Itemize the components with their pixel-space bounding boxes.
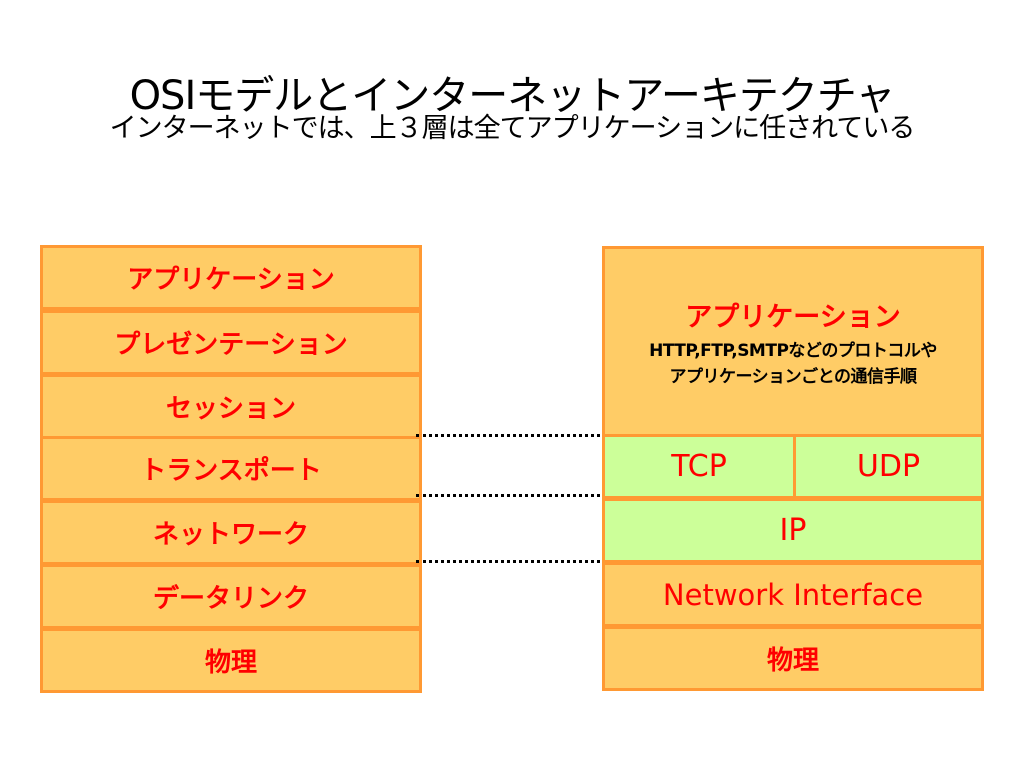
- dotted-connector-top: [416, 434, 606, 437]
- tcpip-layer-physical: 物理: [602, 626, 984, 691]
- udp-box: UDP: [793, 434, 984, 499]
- osi-layer-datalink: データリンク: [40, 564, 422, 629]
- osi-layer-network: ネットワーク: [40, 500, 422, 565]
- page-subtitle: インターネットでは、上３層は全てアプリケーションに任されている: [109, 113, 916, 144]
- dotted-connector-bottom: [416, 560, 606, 563]
- osi-layer-physical: 物理: [40, 628, 422, 693]
- application-description-line1: HTTP,FTP,SMTPなどのプロトコルや: [649, 340, 937, 361]
- tcp-box: TCP: [602, 434, 796, 499]
- dotted-connector-middle: [416, 494, 606, 497]
- tcpip-layer-application: アプリケーション HTTP,FTP,SMTPなどのプロトコルや アプリケーション…: [602, 246, 984, 438]
- application-description-line2: アプリケーションごとの通信手順: [669, 366, 918, 387]
- osi-layer-transport: トランスポート: [40, 436, 422, 501]
- osi-layer-session: セッション: [40, 374, 422, 439]
- application-title: アプリケーション: [685, 301, 901, 333]
- network-interface-box: Network Interface: [602, 562, 984, 627]
- osi-layer-presentation: プレゼンテーション: [40, 310, 422, 375]
- osi-layer-application: アプリケーション: [40, 245, 422, 310]
- page-title: OSIモデルとインターネットアーキテクチャ: [129, 73, 896, 119]
- ip-box: IP: [602, 498, 984, 563]
